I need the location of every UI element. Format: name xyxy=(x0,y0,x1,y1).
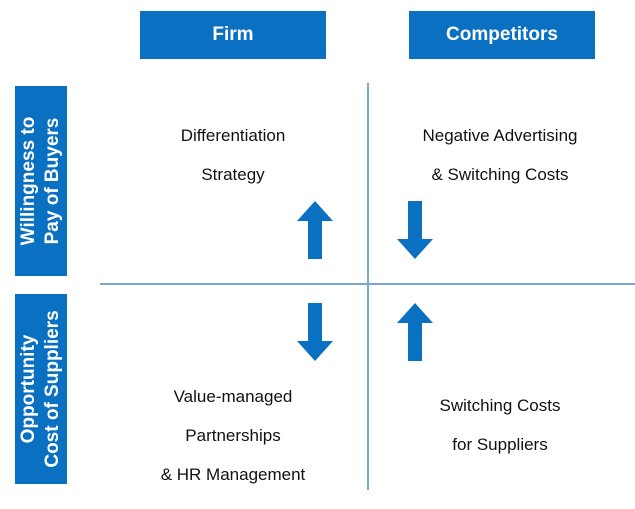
q-bl-line-2: Partnerships xyxy=(185,426,281,445)
willingness-to-pay-label: Willingness to Pay of Buyers xyxy=(15,86,67,276)
q-br-line-1: Switching Costs xyxy=(439,396,561,415)
firm-header: Firm xyxy=(140,11,326,59)
quadrant-bottom-right-text: Switching Costs for Suppliers xyxy=(390,386,610,464)
side-bottom-line-2: Cost of Suppliers xyxy=(42,310,63,468)
arrow-up-icon xyxy=(297,201,333,259)
arrow-up-icon xyxy=(397,303,433,361)
arrow-down-icon xyxy=(397,201,433,259)
opportunity-cost-label: Opportunity Cost of Suppliers xyxy=(15,294,67,484)
quadrant-top-right-text: Negative Advertising & Switching Costs xyxy=(390,116,610,194)
q-bl-line-1: Value-managed xyxy=(173,387,293,406)
side-top-line-2: Pay of Buyers xyxy=(42,117,63,245)
q-tr-line-1: Negative Advertising xyxy=(422,126,578,145)
q-tl-line-1: Differentiation xyxy=(180,126,286,145)
side-top-line-1: Willingness to xyxy=(18,116,39,246)
competitors-header: Competitors xyxy=(409,11,595,59)
vertical-divider xyxy=(367,83,369,490)
quadrant-top-left-text: Differentiation Strategy xyxy=(133,116,333,194)
q-tr-line-2: & Switching Costs xyxy=(431,165,569,184)
q-tl-line-2: Strategy xyxy=(201,165,265,184)
side-bottom-line-1: Opportunity xyxy=(18,334,39,444)
q-bl-line-3: & HR Management xyxy=(160,465,306,484)
arrow-down-icon xyxy=(297,303,333,361)
q-br-line-2: for Suppliers xyxy=(452,435,548,454)
quadrant-bottom-left-text: Value-managed Partnerships & HR Manageme… xyxy=(133,377,333,494)
